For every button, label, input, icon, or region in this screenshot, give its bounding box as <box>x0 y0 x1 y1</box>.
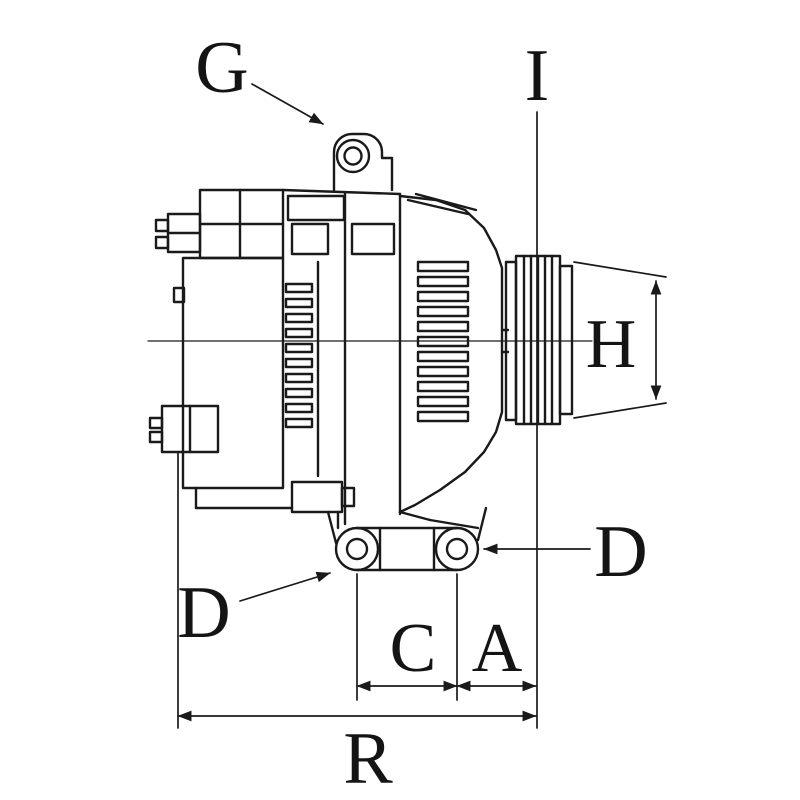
label-G: G <box>195 27 248 109</box>
vent-ribs-rear <box>284 260 320 478</box>
rear-housing <box>148 188 294 510</box>
top-cover-cluster <box>281 188 402 526</box>
dimension-R <box>177 451 537 729</box>
label-I: I <box>525 35 550 117</box>
label-C: C <box>390 610 437 687</box>
label-D-mount-hole: D <box>594 511 647 593</box>
mounting-feet <box>326 506 488 572</box>
dimension-C <box>356 573 458 701</box>
top-mounting-lug <box>332 132 394 192</box>
dimension-H <box>573 261 667 419</box>
dimension-G-leader <box>251 83 324 125</box>
dimension-D-left-leader <box>239 571 331 602</box>
label-D-mount-foot: D <box>177 572 230 654</box>
label-H: H <box>586 306 637 383</box>
label-R: R <box>343 718 393 800</box>
label-A: A <box>472 610 523 687</box>
front-bracket <box>290 192 510 530</box>
pulley <box>504 254 574 426</box>
stator-fins <box>416 260 470 423</box>
